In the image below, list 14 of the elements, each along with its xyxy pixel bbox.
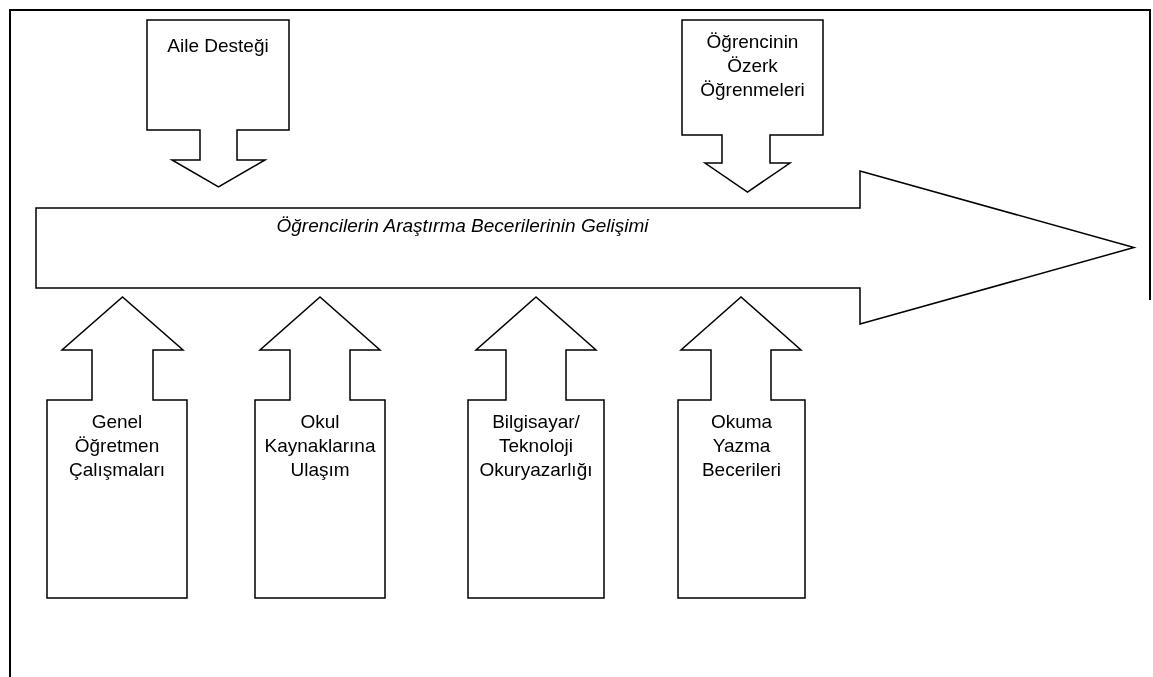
- up-arrow-callout: [47, 297, 187, 598]
- factor-label: Öğrencinin Özerk Öğrenmeleri: [699, 30, 806, 102]
- factor-label: Okuma Yazma Becerileri: [700, 410, 783, 482]
- factor-label: Okul Kaynaklarına Ulaşım: [263, 410, 377, 482]
- up-arrow-callout: [678, 297, 805, 598]
- factor-label: Genel Öğretmen Çalışmaları: [67, 410, 167, 482]
- up-arrow-callout: [468, 297, 604, 598]
- factor-label: Bilgisayar/ Teknoloji Okuryazarlığı: [478, 410, 594, 482]
- down-arrow-callout: [147, 20, 289, 187]
- arrow-label: Öğrencilerin Araştırma Becerilerinin Gelişimi: [275, 214, 650, 238]
- process-arrow-shape: [35, 170, 1135, 325]
- factor-label: Aile Desteği: [166, 34, 270, 58]
- down-arrow-callout: [682, 20, 823, 192]
- up-arrow-callout: [255, 297, 385, 598]
